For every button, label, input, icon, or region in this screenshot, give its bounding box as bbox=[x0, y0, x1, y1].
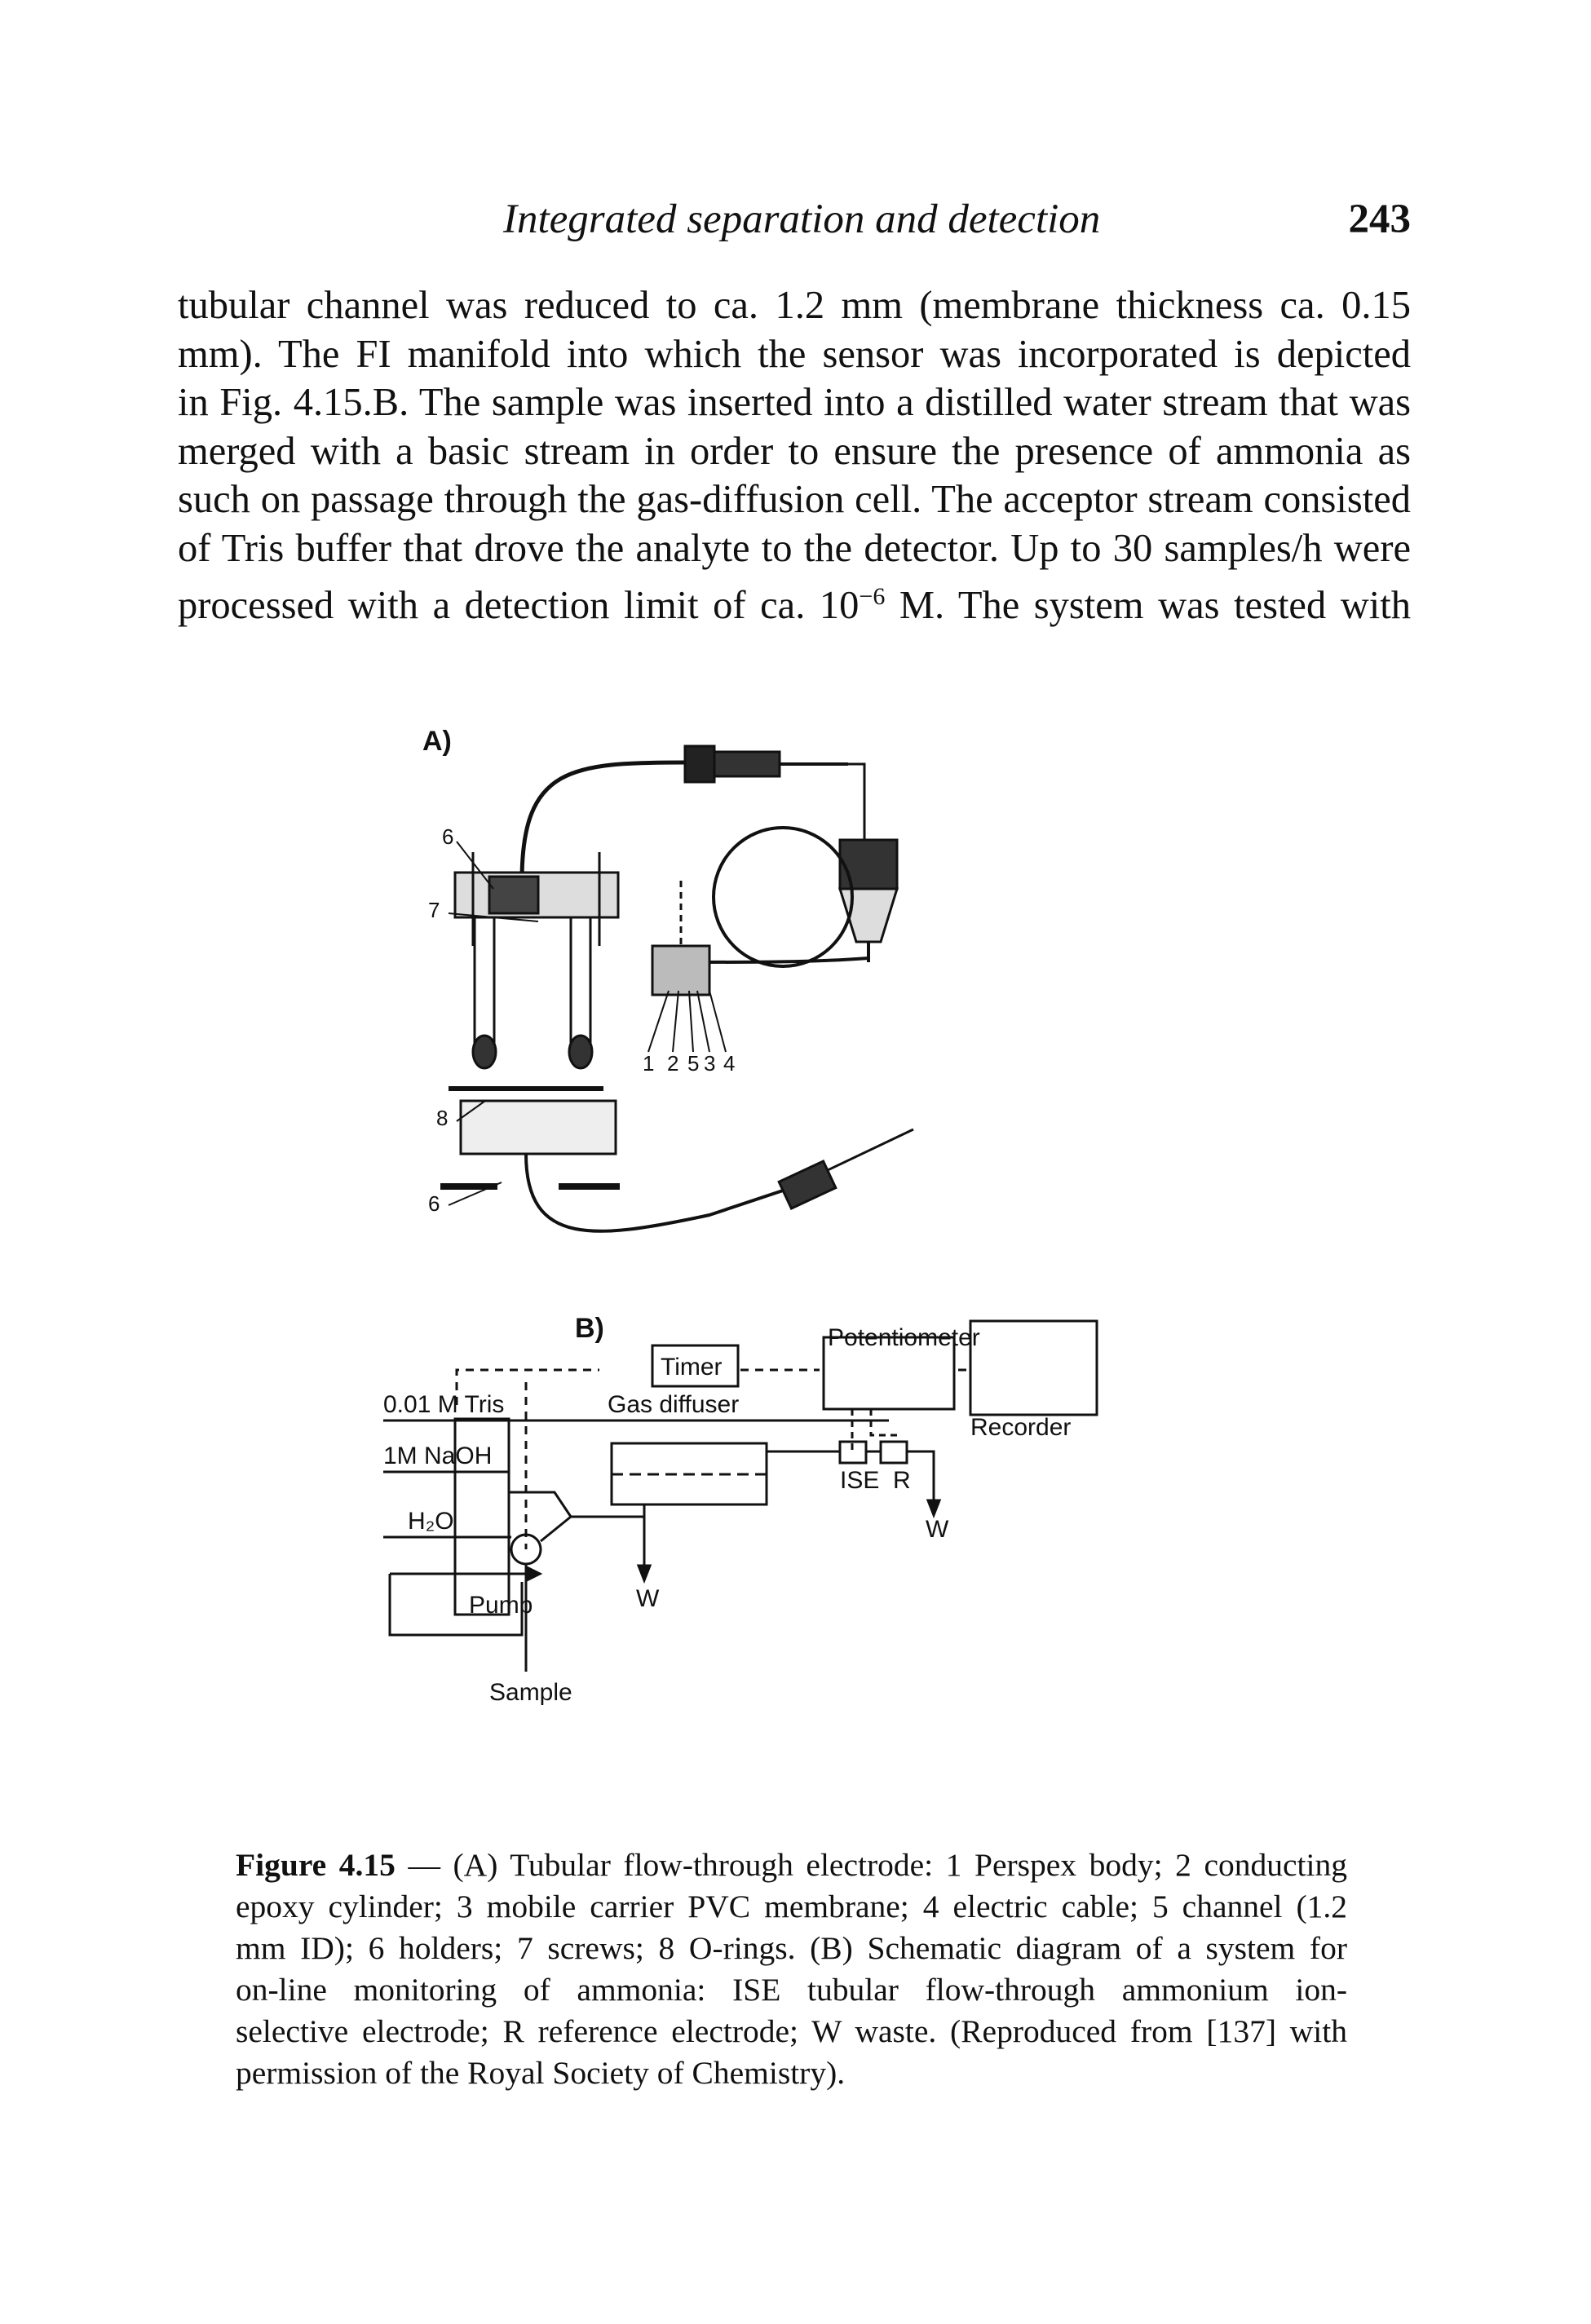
callout-4: 4 bbox=[723, 1051, 735, 1076]
right-tube bbox=[569, 916, 592, 1049]
merge-line bbox=[510, 1491, 573, 1543]
pump-arrow-head bbox=[527, 1566, 543, 1582]
wire-r bbox=[869, 1409, 897, 1437]
bottom-lead bbox=[827, 1128, 914, 1172]
callout-7: 7 bbox=[428, 898, 440, 922]
exponent: −6 bbox=[859, 583, 886, 610]
wire-pump-timer bbox=[455, 1368, 599, 1405]
body-line-last: processed with a detection limit of ca. … bbox=[178, 583, 1411, 628]
callout-3: 3 bbox=[704, 1051, 715, 1076]
timer-label: Timer bbox=[661, 1354, 723, 1381]
callout-6-top: 6 bbox=[442, 824, 453, 849]
diffuser-waste-label: W bbox=[636, 1585, 660, 1612]
page-header: Integrated separation and detection 243 bbox=[178, 196, 1411, 245]
callout-5: 5 bbox=[687, 1051, 699, 1076]
detector-waste-label: W bbox=[926, 1516, 949, 1543]
top-connector-body bbox=[713, 750, 781, 778]
potentiometer-label: Potentiometer bbox=[828, 1324, 980, 1351]
pump-loop bbox=[388, 1574, 524, 1637]
body-paragraph: tubular channel was reduced to ca. 1.2 m… bbox=[178, 281, 1411, 630]
upper-holder-insert bbox=[488, 875, 540, 915]
caption-line: Figure 4.15 — (A) Tubular flow-through e… bbox=[236, 1847, 1347, 1883]
panel-a-label: A) bbox=[422, 726, 452, 757]
gas-diffuser-label: Gas diffuser bbox=[608, 1391, 739, 1418]
page-number: 243 bbox=[1348, 197, 1412, 242]
tris-label: 0.01 M Tris bbox=[383, 1391, 504, 1418]
body-line: such on passage through the gas-diffusio… bbox=[178, 478, 1411, 521]
left-tube bbox=[473, 916, 496, 1049]
figure-4-15: A) bbox=[326, 718, 1264, 1827]
leader-2 bbox=[672, 990, 679, 1053]
r-cell bbox=[879, 1440, 908, 1465]
cable-bottom bbox=[524, 1153, 784, 1233]
ise-label: ISE bbox=[840, 1467, 879, 1494]
detector-waste-line bbox=[907, 1450, 935, 1500]
leader-1 bbox=[647, 990, 670, 1053]
panel-b-drawing bbox=[383, 1319, 1098, 1672]
body-line: mm). The FI manifold into which the sens… bbox=[178, 332, 1411, 376]
figure-number: Figure 4.15 bbox=[236, 1847, 396, 1883]
right-plug bbox=[838, 838, 899, 890]
r-label: R bbox=[893, 1467, 911, 1494]
top-lead-bend bbox=[848, 762, 866, 840]
electrode-body bbox=[651, 944, 711, 996]
recorder-label: Recorder bbox=[970, 1414, 1071, 1441]
leader-3 bbox=[696, 990, 710, 1053]
top-connector bbox=[683, 744, 716, 784]
figure-svg: A) bbox=[383, 726, 1098, 1706]
panel-b-labels: B) Potentiometer Timer Recorder 0.01 M T… bbox=[383, 1313, 1071, 1706]
body-line: tubular channel was reduced to ca. 1.2 m… bbox=[178, 284, 1411, 327]
timer-box bbox=[651, 1344, 740, 1388]
body-line: of Tris buffer that drove the analyte to… bbox=[178, 526, 1411, 570]
leader-4 bbox=[709, 990, 727, 1053]
running-title: Integrated separation and detection bbox=[503, 197, 1101, 242]
naoh-label: 1M NaOH bbox=[383, 1443, 492, 1469]
cable-loop bbox=[712, 826, 854, 968]
callout-8: 8 bbox=[436, 1106, 448, 1130]
caption-line: selective electrode; R reference electro… bbox=[236, 2013, 1347, 2049]
caption-line: permission of the Royal Society of Chemi… bbox=[236, 2055, 846, 2091]
panel-b-label: B) bbox=[575, 1313, 604, 1344]
recorder-box bbox=[969, 1319, 1098, 1416]
cable-top bbox=[519, 760, 686, 881]
diffuser-waste-arrow bbox=[636, 1564, 652, 1584]
body-line: in Fig. 4.15.B. The sample was inserted … bbox=[178, 381, 1411, 424]
pump-label: Pump bbox=[469, 1592, 533, 1619]
bottom-connector bbox=[777, 1160, 837, 1210]
caption-line: epoxy cylinder; 3 mobile carrier PVC mem… bbox=[236, 1889, 1347, 1924]
panel-a-drawing: A) bbox=[422, 726, 914, 1233]
right-plug-cone bbox=[837, 887, 899, 943]
detector-waste-arrow bbox=[926, 1499, 942, 1519]
caption-line: mm ID); 6 holders; 7 screws; 8 O-rings. … bbox=[236, 1930, 1347, 1966]
body-line: merged with a basic stream in order to e… bbox=[178, 429, 1411, 473]
sample-label: Sample bbox=[489, 1679, 572, 1706]
panel-a-callouts: 6 7 8 6 1 2 5 3 4 bbox=[428, 824, 735, 1216]
cable-loop-to-plug bbox=[688, 957, 869, 964]
leader-6-top bbox=[456, 841, 494, 890]
caption-line: on-line monitoring of ammonia: ISE tubul… bbox=[236, 1972, 1347, 2008]
lower-holder bbox=[459, 1099, 617, 1155]
leader-7 bbox=[448, 912, 539, 922]
callout-6-bottom: 6 bbox=[428, 1191, 440, 1216]
leader-6-bottom bbox=[448, 1182, 502, 1206]
pump-body bbox=[453, 1417, 510, 1616]
potentiometer-box bbox=[822, 1336, 956, 1411]
left-tube-end bbox=[471, 1034, 497, 1070]
callout-2: 2 bbox=[667, 1051, 678, 1076]
right-tube-end bbox=[568, 1034, 594, 1070]
leader-5 bbox=[688, 990, 694, 1053]
callout-1: 1 bbox=[643, 1051, 654, 1076]
leader-8 bbox=[456, 1100, 486, 1122]
figure-caption: Figure 4.15 — (A) Tubular flow-through e… bbox=[236, 1845, 1347, 2094]
h2o-label: H₂O bbox=[408, 1508, 454, 1535]
